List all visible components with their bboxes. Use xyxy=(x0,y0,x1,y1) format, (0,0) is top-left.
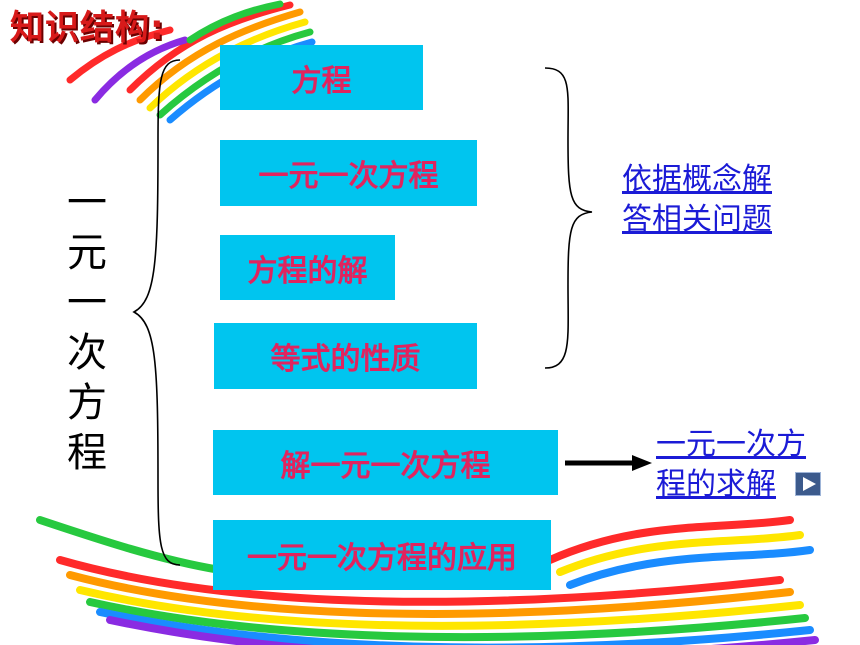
arrow-right-icon xyxy=(565,455,652,471)
link-line: 答相关问题 xyxy=(622,202,772,237)
box-fangcheng[interactable]: 方程 xyxy=(220,45,423,110)
box-label: 方程的解 xyxy=(247,253,368,289)
box-fangcheng-yingyong[interactable]: 一元一次方程的应用 xyxy=(213,520,551,590)
box-jie-fangcheng[interactable]: 解一元一次方程 xyxy=(213,430,558,495)
play-icon xyxy=(803,477,816,491)
topic-vertical-label: 一元一次方程 xyxy=(67,180,107,476)
box-yiyuanyici-fangcheng[interactable]: 一元一次方程 xyxy=(220,140,477,206)
box-fangcheng-de-jie[interactable]: 方程的解 xyxy=(220,235,395,300)
right-brace-icon xyxy=(544,67,593,369)
box-label: 方程 xyxy=(291,63,352,99)
link-line: 一元一次方 xyxy=(656,427,806,462)
box-label: 等式的性质 xyxy=(270,342,421,377)
box-label: 一元一次方程 xyxy=(258,159,439,194)
play-button[interactable] xyxy=(795,472,821,496)
link-line: 程的求解 xyxy=(656,467,776,502)
link-solve-equation[interactable]: 一元一次方 程的求解 xyxy=(656,425,806,505)
page-title: 知识结构: xyxy=(10,8,165,48)
box-dengshi-xingzhi[interactable]: 等式的性质 xyxy=(214,323,477,389)
link-line: 依据概念解 xyxy=(622,162,772,197)
box-label: 一元一次方程的应用 xyxy=(247,541,517,576)
link-concept-problems[interactable]: 依据概念解 答相关问题 xyxy=(622,160,772,240)
left-brace-icon xyxy=(132,59,181,566)
box-label: 解一元一次方程 xyxy=(280,448,491,484)
